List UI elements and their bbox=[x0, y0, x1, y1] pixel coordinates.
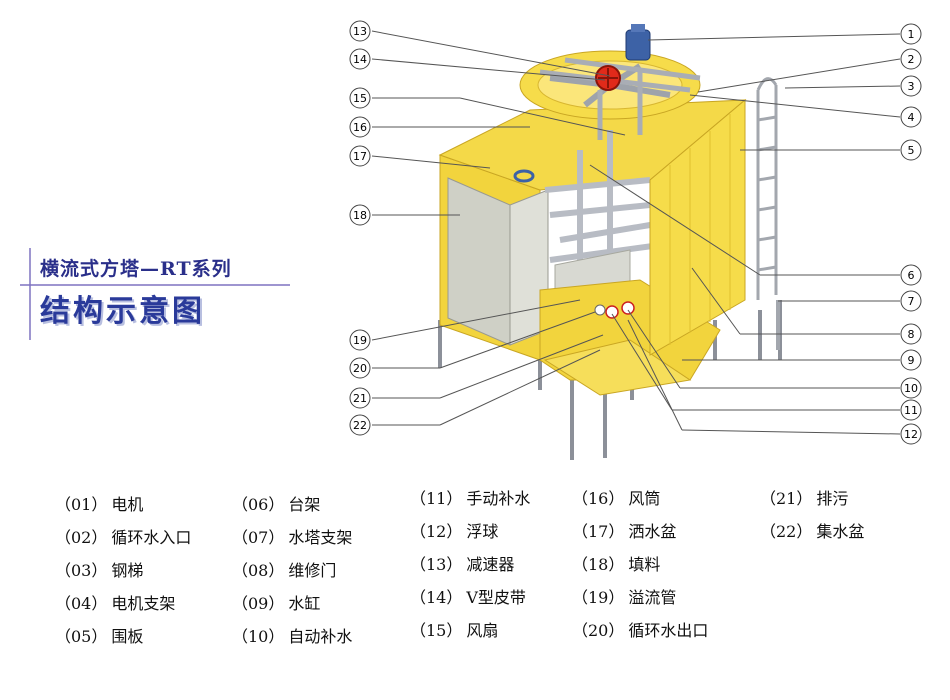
legend-item: （16）风筒 bbox=[572, 489, 661, 508]
steel-ladder bbox=[756, 77, 778, 300]
callout-14: 14 bbox=[349, 48, 371, 70]
callout-20: 20 bbox=[349, 357, 371, 379]
svg-text:2: 2 bbox=[908, 53, 915, 66]
svg-text:12: 12 bbox=[904, 428, 918, 441]
legend-column-2: （06）台架 （07）水塔支架 （08）维修门 （09）水缸 （10）自动补水 bbox=[232, 488, 352, 653]
legend-item: （08）维修门 bbox=[232, 561, 337, 580]
svg-text:6: 6 bbox=[908, 269, 915, 282]
legend-item: （20）循环水出口 bbox=[572, 621, 709, 640]
callout-15: 15 bbox=[349, 87, 371, 109]
callout-2: 2 bbox=[900, 48, 922, 70]
diagram-title: 横流式方塔—RT系列 结构示意图 bbox=[30, 250, 290, 330]
callout-1: 1 bbox=[900, 23, 922, 45]
callout-18: 18 bbox=[349, 204, 371, 226]
callout-12: 12 bbox=[900, 423, 922, 445]
legend-item: （18）填料 bbox=[572, 555, 661, 574]
auto-makeup-valve bbox=[605, 305, 619, 319]
legend-item: （01）电机 bbox=[55, 495, 144, 514]
legend-item: （05）围板 bbox=[55, 627, 144, 646]
callout-16: 16 bbox=[349, 116, 371, 138]
callout-13: 13 bbox=[349, 20, 371, 42]
legend-item: （07）水塔支架 bbox=[232, 528, 353, 547]
legend-column-1: （01）电机 （02）循环水入口 （03）钢梯 （04）电机支架 （05）围板 bbox=[55, 488, 191, 653]
legend-column-4: （16）风筒 （17）洒水盆 （18）填料 （19）溢流管 （20）循环水出口 bbox=[572, 482, 708, 647]
tower-illustration bbox=[438, 24, 782, 460]
svg-text:10: 10 bbox=[904, 382, 918, 395]
legend-item: （04）电机支架 bbox=[55, 594, 176, 613]
svg-text:9: 9 bbox=[908, 354, 915, 367]
svg-text:7: 7 bbox=[908, 295, 915, 308]
svg-text:3: 3 bbox=[908, 80, 915, 93]
legend-item: （13）减速器 bbox=[410, 555, 515, 574]
float-valve bbox=[594, 304, 606, 316]
svg-text:21: 21 bbox=[353, 392, 367, 405]
svg-text:13: 13 bbox=[353, 25, 367, 38]
callout-19: 19 bbox=[349, 329, 371, 351]
legend-item: （03）钢梯 bbox=[55, 561, 144, 580]
callout-10: 10 bbox=[900, 377, 922, 399]
callout-markers: 1 2 3 4 5 6 7 8 9 10 11 12 13 14 15 16 1… bbox=[349, 20, 922, 445]
callout-17: 17 bbox=[349, 145, 371, 167]
motor-body bbox=[625, 29, 651, 61]
title-decoration bbox=[20, 248, 290, 340]
legend-item: （10）自动补水 bbox=[232, 627, 353, 646]
svg-text:16: 16 bbox=[353, 121, 367, 134]
svg-text:18: 18 bbox=[353, 209, 367, 222]
legend-item: （02）循环水入口 bbox=[55, 528, 192, 547]
legend-item: （06）台架 bbox=[232, 495, 321, 514]
legend-item: （17）洒水盆 bbox=[572, 522, 677, 541]
callout-4: 4 bbox=[900, 106, 922, 128]
water-inlet-ring bbox=[513, 169, 535, 183]
interior-frame bbox=[544, 130, 661, 270]
svg-text:8: 8 bbox=[908, 328, 915, 341]
svg-text:5: 5 bbox=[908, 144, 915, 157]
callout-6: 6 bbox=[900, 264, 922, 286]
manual-makeup-valve bbox=[621, 301, 635, 315]
motor-cap bbox=[631, 24, 645, 32]
legend-item: （09）水缸 bbox=[232, 594, 321, 613]
callout-21: 21 bbox=[349, 387, 371, 409]
legend-item: （21）排污 bbox=[760, 489, 849, 508]
callout-5: 5 bbox=[900, 139, 922, 161]
callout-3: 3 bbox=[900, 75, 922, 97]
legend-item: （12）浮球 bbox=[410, 522, 499, 541]
svg-text:14: 14 bbox=[353, 53, 367, 66]
callout-7: 7 bbox=[900, 290, 922, 312]
leader-lines bbox=[371, 30, 901, 435]
svg-text:4: 4 bbox=[908, 111, 915, 124]
svg-text:11: 11 bbox=[904, 404, 918, 417]
legend-item: （19）溢流管 bbox=[572, 588, 677, 607]
callout-11: 11 bbox=[900, 399, 922, 421]
svg-text:20: 20 bbox=[353, 362, 367, 375]
panel-ribs bbox=[669, 114, 731, 345]
svg-text:15: 15 bbox=[353, 92, 367, 105]
legend-column-5: （21）排污 （22）集水盆 bbox=[760, 482, 864, 548]
legend-item: （11）手动补水 bbox=[410, 489, 531, 508]
callout-8: 8 bbox=[900, 323, 922, 345]
legend-item: （15）风扇 bbox=[410, 621, 499, 640]
svg-text:19: 19 bbox=[353, 334, 367, 347]
callout-22: 22 bbox=[349, 414, 371, 436]
svg-text:22: 22 bbox=[353, 419, 367, 432]
svg-text:17: 17 bbox=[353, 150, 367, 163]
svg-text:1: 1 bbox=[908, 28, 915, 41]
diagram-subtitle: 结构示意图 bbox=[40, 294, 205, 329]
legend-item: （14）V型皮带 bbox=[410, 588, 526, 607]
legend-item: （22）集水盆 bbox=[760, 522, 865, 541]
series-title: 横流式方塔—RT系列 bbox=[40, 258, 232, 280]
legend-column-3: （11）手动补水 （12）浮球 （13）减速器 （14）V型皮带 （15）风扇 bbox=[410, 482, 530, 647]
right-casing-panel bbox=[649, 98, 746, 356]
fill-media-left bbox=[447, 177, 511, 346]
callout-9: 9 bbox=[900, 349, 922, 371]
